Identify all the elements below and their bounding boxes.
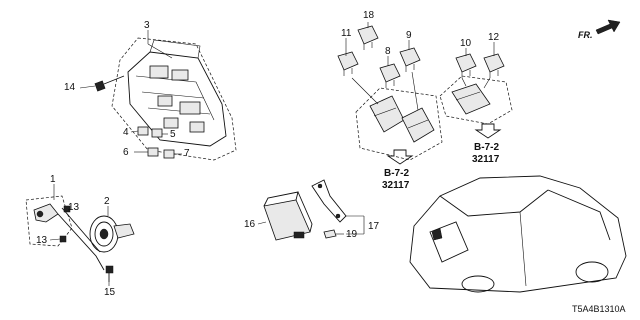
relay-11: [337, 51, 359, 76]
callout-12: 12: [488, 32, 500, 43]
callout-8: 8: [385, 46, 391, 57]
callout-19: 19: [346, 229, 358, 240]
bolt-13-lower: [59, 235, 67, 243]
callout-16: 16: [244, 219, 256, 230]
callout-13-upper: 13: [68, 202, 80, 213]
relay-block-right: [439, 75, 513, 125]
callout-13-lower: 13: [36, 235, 48, 246]
control-unit: [263, 191, 313, 241]
callout-10: 10: [460, 38, 472, 49]
reference-left-part[interactable]: 32117: [382, 180, 410, 191]
callout-4: 4: [123, 127, 129, 138]
callout-9: 9: [406, 30, 412, 41]
fuse-box-assembly: [111, 37, 237, 161]
callout-11: 11: [341, 28, 352, 39]
relay-12: [483, 53, 505, 78]
relay-18: [357, 25, 379, 50]
callout-3: 3: [144, 20, 150, 31]
relay-10: [455, 53, 477, 78]
horn: [89, 215, 135, 253]
clips-4-5-6-7: [137, 126, 175, 159]
callout-1: 1: [50, 174, 56, 185]
bolt-14: [94, 75, 125, 92]
callout-17: 17: [368, 221, 380, 232]
bracket: [311, 179, 347, 223]
callout-5: 5: [170, 129, 176, 140]
callout-7: 7: [184, 148, 190, 159]
relay-block-left: [355, 87, 443, 161]
diagram-code: T5A4B1310A: [572, 304, 626, 314]
vehicle-outline: [409, 175, 627, 293]
relay-9: [399, 47, 421, 72]
front-indicator: FR.: [578, 30, 593, 40]
callout-15: 15: [104, 287, 116, 298]
relay-8: [379, 63, 401, 88]
callout-2: 2: [104, 196, 110, 207]
bolt-15: [105, 265, 114, 282]
reference-arrow-left: [386, 149, 414, 165]
reference-right-part[interactable]: 32117: [472, 154, 500, 165]
reference-right-section[interactable]: B-7-2: [474, 142, 500, 153]
reference-left-section[interactable]: B-7-2: [384, 168, 410, 179]
callout-6: 6: [123, 147, 129, 158]
clip-19: [323, 229, 337, 239]
callout-18: 18: [363, 10, 375, 21]
reference-arrow-right: [474, 123, 502, 139]
front-arrow-icon: [595, 19, 621, 35]
callout-14: 14: [64, 82, 76, 93]
